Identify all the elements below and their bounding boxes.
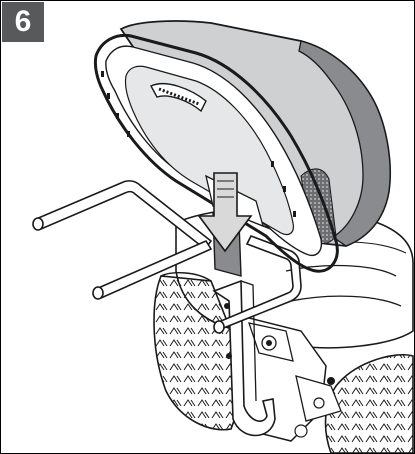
frame-vent-slots xyxy=(101,71,296,217)
step-number-badge: 6 xyxy=(2,2,44,42)
left-rear-tire xyxy=(153,272,242,431)
frame-rods xyxy=(32,180,302,334)
mounting-bracket xyxy=(212,279,276,437)
grass-catcher xyxy=(93,20,392,273)
down-arrow-icon xyxy=(197,172,253,253)
hitch-assembly xyxy=(235,315,342,442)
